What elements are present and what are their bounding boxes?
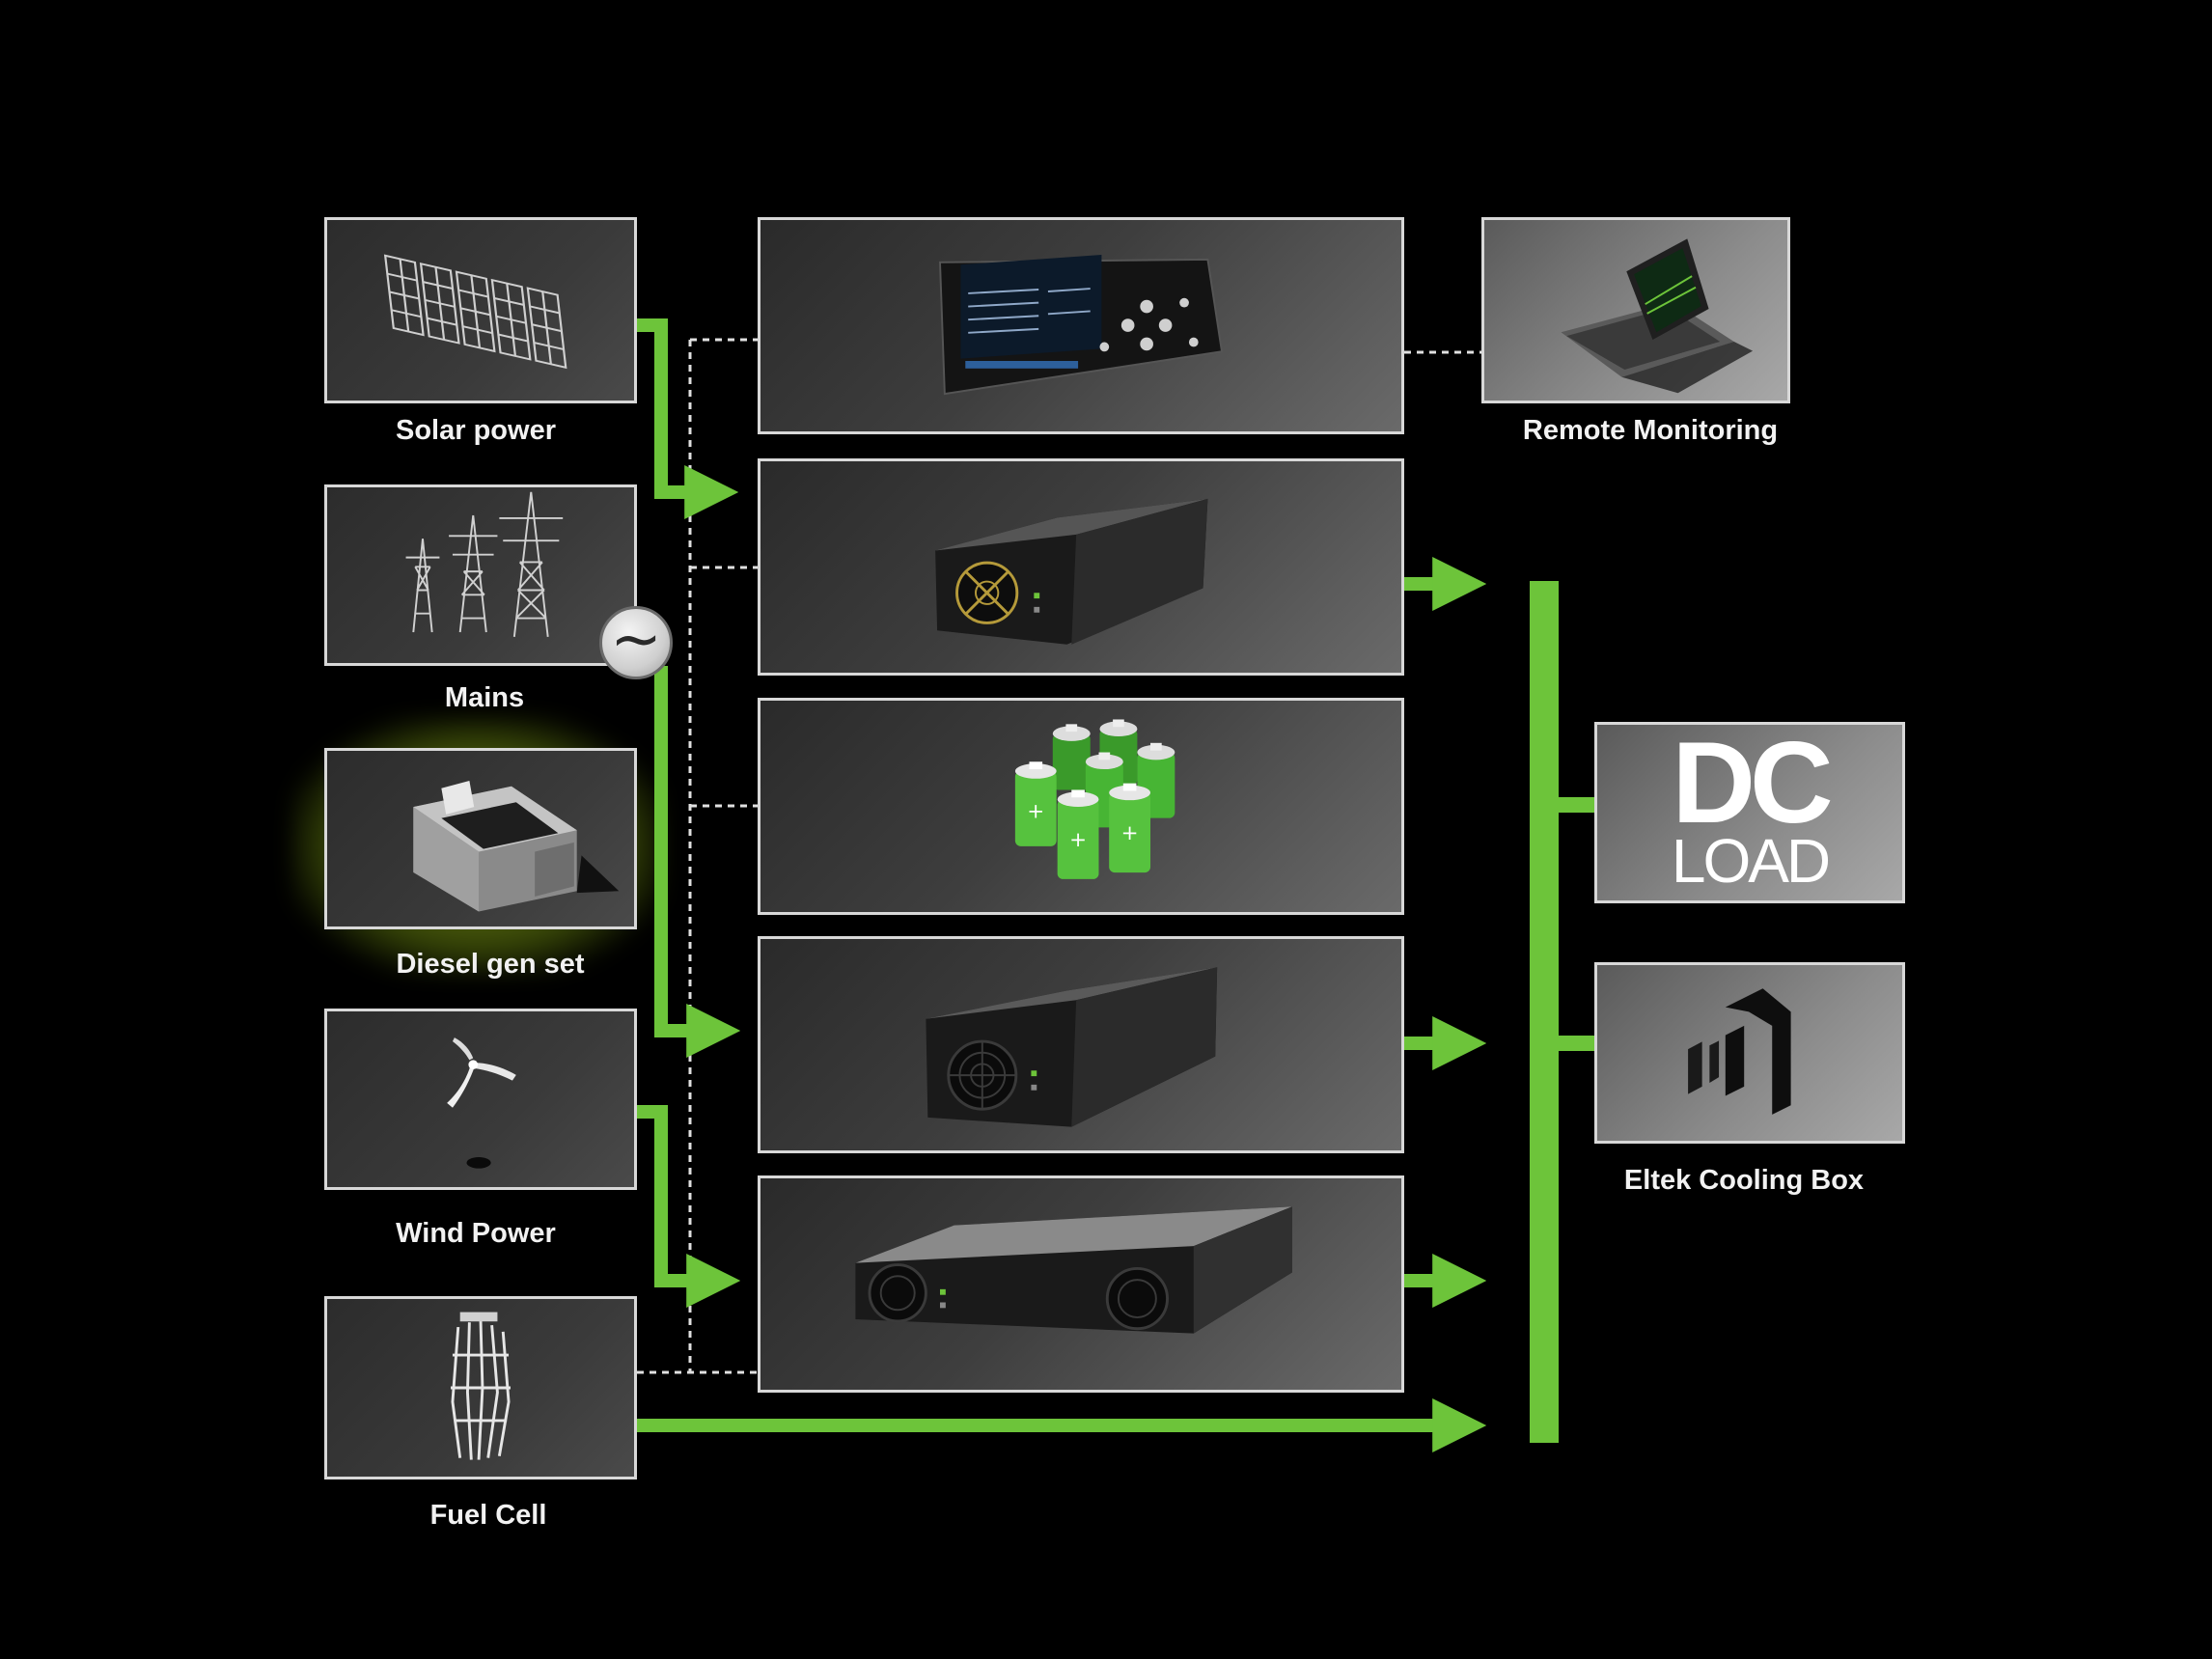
controller-box bbox=[758, 217, 1404, 434]
dc-bus-bar bbox=[1530, 581, 1559, 1443]
dc-load-box: DC LOAD bbox=[1594, 722, 1905, 903]
solar-power-box bbox=[324, 217, 637, 403]
solar-to-rectifier-flow bbox=[637, 318, 739, 519]
fuel-cell-label: Fuel Cell bbox=[429, 1500, 547, 1531]
cooling-box bbox=[1594, 962, 1905, 1144]
battery-bank-icon: + + + bbox=[1014, 719, 1175, 879]
wind-to-shelf-flow bbox=[637, 1105, 741, 1308]
diesel-gen-set-box bbox=[324, 748, 637, 929]
solar-panel-icon bbox=[383, 254, 567, 370]
mains-label: Mains bbox=[444, 682, 525, 713]
remote-monitoring-box bbox=[1481, 217, 1790, 403]
dc-load-subtitle: LOAD bbox=[1671, 826, 1831, 896]
wind-turbine-icon bbox=[447, 1037, 516, 1169]
fuel-cell-box bbox=[324, 1296, 637, 1479]
ac-tilde-glyph: ~ bbox=[610, 604, 662, 676]
diesel-generator-icon bbox=[413, 780, 620, 912]
svg-text:+: + bbox=[1027, 800, 1044, 824]
bus-to-dc-load bbox=[1544, 797, 1598, 813]
converter-module-icon bbox=[926, 967, 1218, 1127]
power-pylon-icon bbox=[405, 491, 564, 638]
power-shelf-icon bbox=[855, 1206, 1292, 1334]
rectifier-module-icon bbox=[935, 498, 1208, 645]
laptop-icon bbox=[1561, 238, 1754, 394]
battery-box: + + + bbox=[758, 698, 1404, 915]
cooling-box-label: Eltek Cooling Box bbox=[1623, 1165, 1865, 1196]
diesel-gen-set-label: Diesel gen set bbox=[396, 949, 585, 980]
ac-symbol: ~ bbox=[599, 606, 673, 679]
mains-box bbox=[324, 484, 637, 666]
svg-text:+: + bbox=[1069, 828, 1087, 852]
mains-diesel-to-converter-flow bbox=[654, 666, 741, 1058]
remote-monitoring-label: Remote Monitoring bbox=[1522, 415, 1779, 446]
power-shelf-box bbox=[758, 1175, 1404, 1393]
solar-power-label: Solar power bbox=[396, 415, 556, 446]
svg-text:+: + bbox=[1121, 821, 1139, 845]
dc-load-title: DC bbox=[1672, 722, 1833, 847]
converter-box bbox=[758, 936, 1404, 1153]
rectifier-box bbox=[758, 458, 1404, 676]
bus-to-cooling bbox=[1544, 1036, 1598, 1051]
wind-power-label: Wind Power bbox=[396, 1218, 556, 1249]
cooling-box-icon bbox=[1688, 988, 1791, 1115]
wind-power-box bbox=[324, 1009, 637, 1190]
controller-display-icon bbox=[938, 255, 1224, 396]
fuel-cell-icon bbox=[451, 1312, 511, 1460]
